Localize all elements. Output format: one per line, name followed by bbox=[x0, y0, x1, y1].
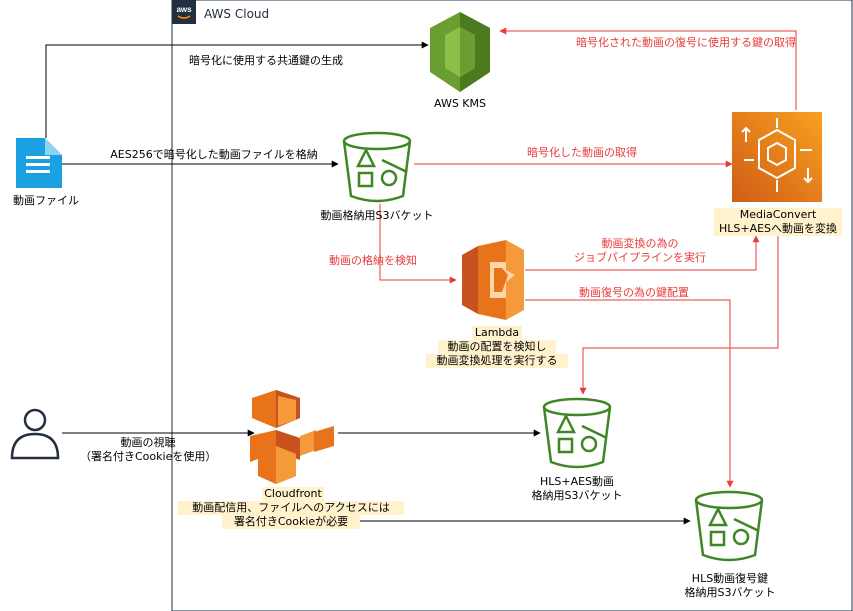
lambda-label-desc2: 動画変換処理を実行する bbox=[426, 354, 568, 368]
s3-key-bucket-icon bbox=[694, 490, 764, 562]
cloudfront-label-desc1: 動画配信用、ファイルへのアクセスには bbox=[178, 501, 404, 515]
s3-hls-label-1: HLS+AES動画 bbox=[539, 475, 615, 488]
edge-label-gen-key: 暗号化に使用する共通鍵の生成 bbox=[189, 54, 343, 67]
edge-label-job-1: 動画変換の為の bbox=[601, 237, 679, 250]
edge-detect bbox=[379, 204, 457, 284]
kms-label: AWS KMS bbox=[434, 97, 486, 110]
cloudfront-label-desc2: 署名付きCookieが必要 bbox=[222, 515, 360, 529]
edge-label-place-key: 動画復号の為の鍵配置 bbox=[579, 286, 689, 299]
edge-label-view-2: （署名付きCookieを使用） bbox=[80, 450, 217, 463]
cloudfront-label-name: Cloudfront bbox=[262, 487, 324, 501]
aws-cloud-group bbox=[171, 0, 853, 611]
aws-logo-icon: aws bbox=[172, 0, 196, 24]
mediaconvert-label-desc: HLS+AESへ動画を変換 bbox=[714, 222, 842, 236]
s3-key-label-1: HLS動画復号鍵 bbox=[691, 572, 769, 585]
mediaconvert-icon bbox=[732, 112, 822, 202]
svg-text:aws: aws bbox=[176, 5, 192, 14]
kms-icon bbox=[430, 12, 490, 92]
lambda-label-desc1: 動画の配置を検知し bbox=[438, 340, 556, 354]
s3-upload-bucket-icon bbox=[342, 131, 412, 203]
s3-hls-bucket-icon bbox=[542, 397, 612, 469]
file-label: 動画ファイル bbox=[13, 194, 79, 207]
edge-label-detect: 動画の格納を検知 bbox=[329, 254, 417, 267]
edge-job bbox=[525, 235, 760, 271]
edge-gen-key bbox=[45, 41, 429, 138]
edge-label-job-2: ジョブパイプラインを実行 bbox=[574, 251, 706, 264]
edge-get-key bbox=[499, 27, 797, 110]
file-icon bbox=[16, 138, 62, 188]
edge-label-fetch-video: 暗号化した動画の取得 bbox=[527, 146, 637, 159]
mediaconvert-label-name: MediaConvert bbox=[714, 208, 842, 222]
s3-hls-label-2: 格納用S3バケット bbox=[531, 489, 623, 502]
s3-upload-label: 動画格納用S3バケット bbox=[320, 209, 434, 222]
edge-label-store-file: AES256で暗号化した動画ファイルを格納 bbox=[110, 148, 318, 161]
edge-place-key bbox=[525, 299, 734, 488]
edge-label-get-key: 暗号化された動画の復号に使用する鍵の取得 bbox=[576, 36, 796, 49]
s3-key-label-2: 格納用S3バケット bbox=[684, 586, 776, 599]
lambda-label-name: Lambda bbox=[472, 326, 522, 340]
edge-label-view-1: 動画の視聴 bbox=[120, 436, 176, 449]
lambda-icon bbox=[462, 240, 524, 320]
aws-cloud-title: AWS Cloud bbox=[204, 7, 270, 21]
cloudfront-icon bbox=[250, 390, 334, 484]
edge-mc-to-hls bbox=[579, 236, 779, 395]
user-icon bbox=[10, 408, 60, 460]
